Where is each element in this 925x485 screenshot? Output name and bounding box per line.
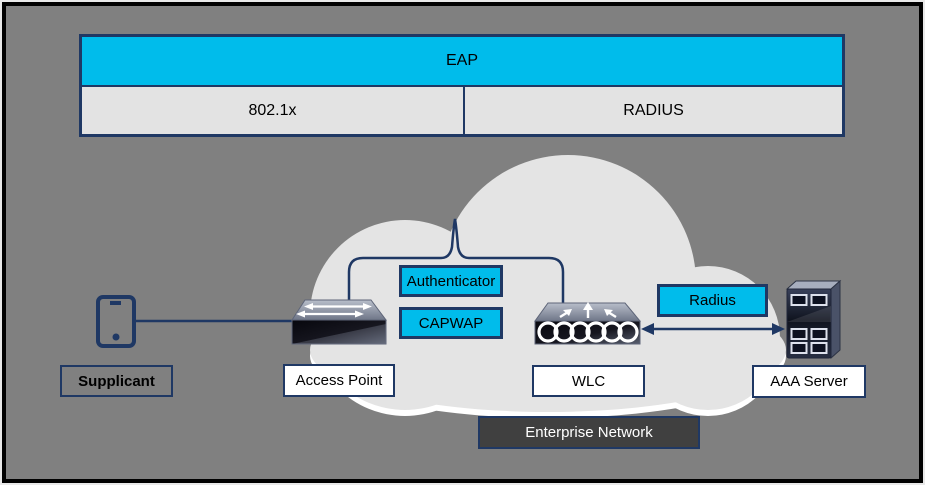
brace-connector xyxy=(347,218,565,305)
access-point-icon xyxy=(291,299,387,345)
dot1x-cell: 802.1x xyxy=(82,87,466,134)
radius-link-tag: Radius xyxy=(657,284,768,317)
enterprise-network-box: Enterprise Network xyxy=(478,416,700,449)
wlc-label-box: WLC xyxy=(532,365,645,397)
wlc-icon xyxy=(534,302,642,345)
radius-cell: RADIUS xyxy=(465,87,842,134)
access-point-label: Access Point xyxy=(295,372,383,389)
capwap-tag-label: CAPWAP xyxy=(418,314,484,332)
aaa-server-label: AAA Server xyxy=(770,373,848,390)
authenticator-tag: Authenticator xyxy=(399,265,503,297)
protocol-bottom-row: 802.1x RADIUS xyxy=(82,87,842,134)
aaa-server-icon xyxy=(785,279,842,360)
radius-link-tag-label: Radius xyxy=(689,292,736,309)
supplicant-label-box: Supplicant xyxy=(60,365,173,397)
aaa-server-label-box: AAA Server xyxy=(752,365,866,398)
wlc-label: WLC xyxy=(571,372,606,390)
access-point-label-box: Access Point xyxy=(283,364,395,397)
cloud-shape xyxy=(310,155,786,412)
authenticator-tag-label: Authenticator xyxy=(406,272,496,290)
capwap-tag: CAPWAP xyxy=(399,307,503,339)
smartphone-icon xyxy=(96,295,136,348)
wlc-arrows xyxy=(559,302,617,319)
radius-protocol-label: RADIUS xyxy=(623,101,684,119)
radius-link-arrow xyxy=(641,323,785,335)
protocol-stack-table: EAP 802.1x RADIUS xyxy=(79,34,845,137)
eap-label: EAP xyxy=(445,52,478,69)
dot1x-label: 802.1x xyxy=(248,101,297,119)
wlc-rings xyxy=(537,321,639,343)
enterprise-network-label: Enterprise Network xyxy=(525,424,653,441)
eap-row: EAP xyxy=(82,37,842,87)
supplicant-label: Supplicant xyxy=(78,372,155,390)
